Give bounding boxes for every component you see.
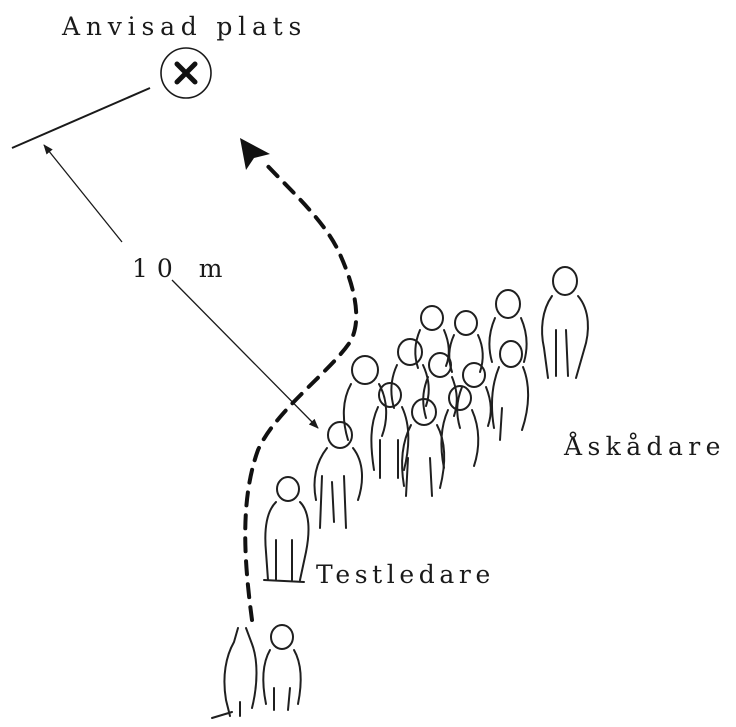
distance-label: 10 m <box>132 254 232 283</box>
spectator-figure <box>440 385 480 469</box>
spectator-figure <box>490 340 530 441</box>
spectator-figure <box>422 352 458 419</box>
target-location-label: Anvisad plats <box>62 12 308 41</box>
spectator-figure <box>401 398 446 497</box>
test-leader-label: Testledare <box>316 560 495 589</box>
spectators-label: Åskådare <box>564 432 726 461</box>
dog-and-handler-figure <box>211 624 302 719</box>
reference-line <box>11 87 151 149</box>
spectator-figure <box>370 382 410 479</box>
spectator-figure <box>390 338 430 409</box>
spectator-figure <box>488 289 528 363</box>
spectator-figure <box>456 362 492 429</box>
spectator-figure <box>541 266 589 379</box>
dashed-path-arrow <box>240 138 359 622</box>
spectators-crowd <box>313 266 589 529</box>
spectator-figure <box>313 421 363 529</box>
test-leader-figure <box>263 476 310 583</box>
target-marker-icon <box>160 47 212 99</box>
distance-arrow <box>43 144 319 429</box>
